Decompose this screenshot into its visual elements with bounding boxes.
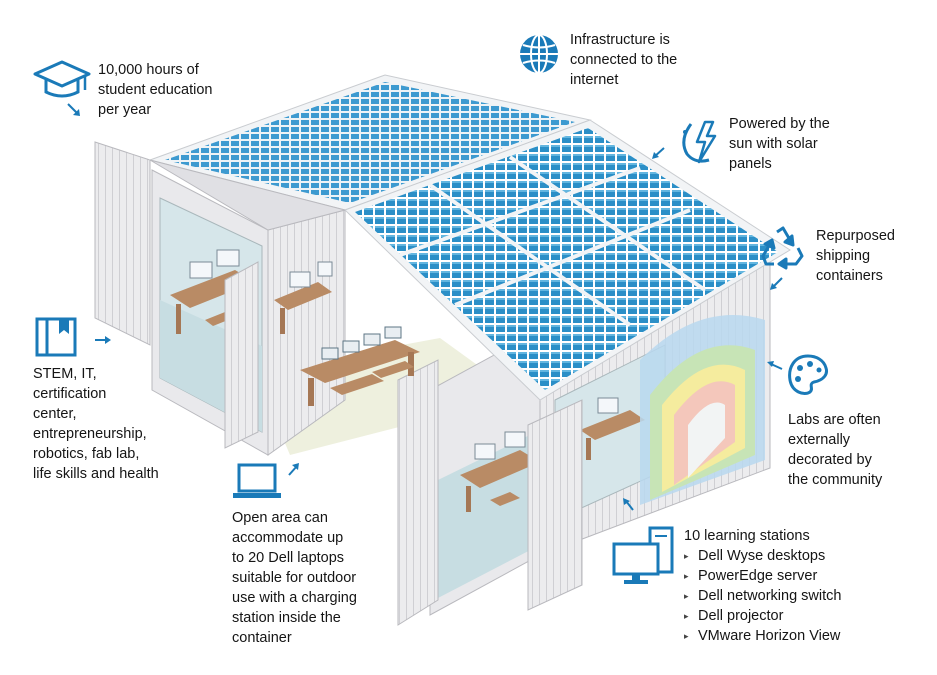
roof-truss [149,159,346,231]
desk [460,431,540,512]
arrow-icon [288,463,299,476]
book-icon [35,317,77,357]
arrow-icon [623,498,634,511]
list-item: Dell networking switch [684,586,841,606]
curriculum-callout: STEM, IT, certification center, entrepre… [33,366,159,482]
laptops-callout: Open area can accommodate up to 20 Dell … [232,510,357,646]
arrow-icon [767,361,783,370]
left-container-door [94,141,151,346]
decorated-callout: Labs are often externally decorated by t… [788,412,883,488]
solar-array-back [165,82,575,203]
desk [274,261,333,334]
left-container [94,141,346,456]
list-item: Dell Wyse desktops [684,546,841,566]
arrow-icon [67,103,80,116]
arrow-icon [652,147,665,159]
graduation-cap-icon [33,60,91,98]
education-callout: 10,000 hours of student education per ye… [98,62,213,118]
internet-callout: Infrastructure is connected to the inter… [570,32,678,88]
desk [580,397,645,460]
rainbow-mural [640,315,765,505]
solar-power-icon [682,120,717,164]
right-container-door [397,359,439,626]
arrow-icon [95,336,111,344]
stations-title: 10 learning stations [684,528,810,544]
solar-callout: Powered by the sun with solar panels [729,116,830,172]
outdoor-laptop-table [300,326,420,406]
paint-palette-icon [788,354,828,395]
desktop-computer-icon [612,526,674,584]
recycle-icon [761,226,804,270]
laptop-icon [233,463,281,498]
arrow-icon [770,277,783,290]
stations-list: Dell Wyse desktops PowerEdge server Dell… [684,546,841,646]
stations-callout: 10 learning stations Dell Wyse desktops … [684,526,841,646]
globe-icon [520,34,558,74]
solar-array-dividers [399,155,707,327]
containers-callout: Repurposed shipping containers [816,228,895,284]
list-item: PowerEdge server [684,566,841,586]
list-item: VMware Horizon View [684,626,841,646]
list-item: Dell projector [684,606,841,626]
